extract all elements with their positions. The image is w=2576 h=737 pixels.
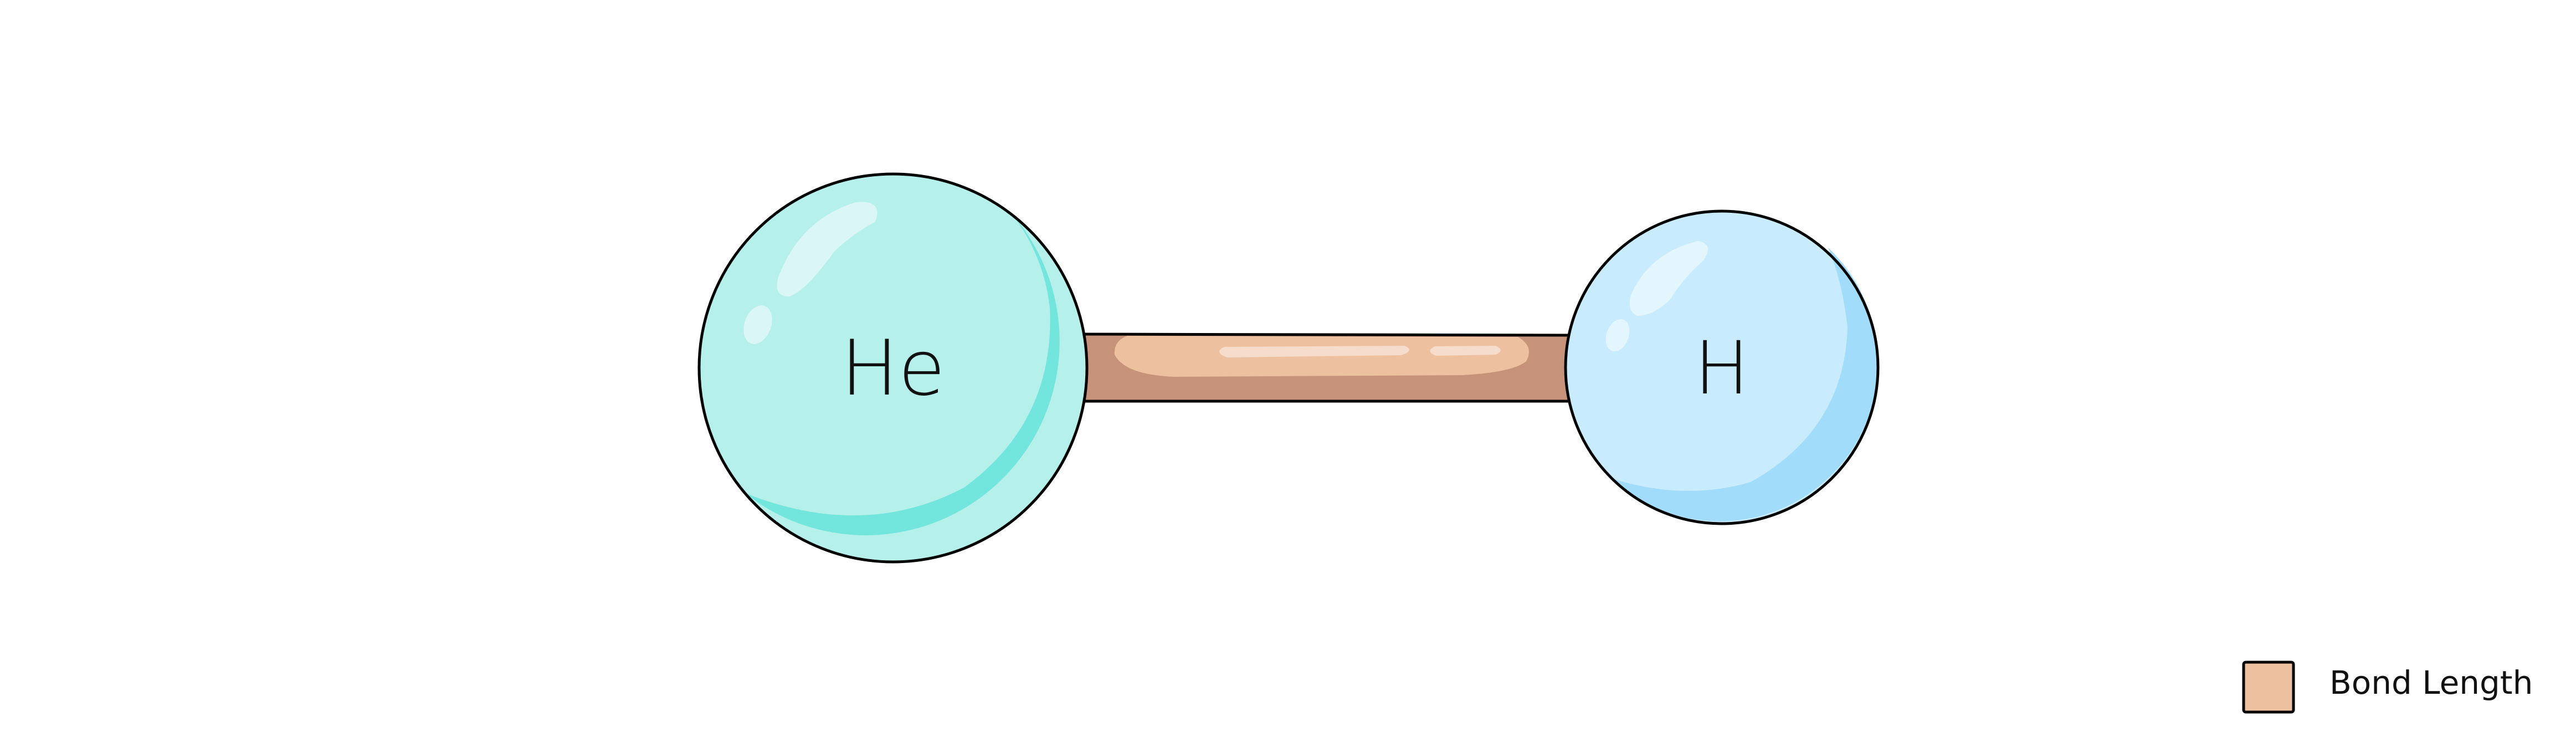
atom-h: H — [1564, 209, 1880, 525]
bond — [1081, 332, 1581, 403]
legend: Bond Length — [2242, 661, 2533, 714]
atom-he-outline — [697, 172, 1089, 564]
bond-highlight — [1114, 336, 1529, 377]
legend-swatch-bond-length — [2242, 661, 2295, 714]
atom-h-gloss-dot — [1605, 319, 1630, 352]
atom-he-label: He — [841, 324, 946, 413]
atom-he: He — [697, 172, 1089, 564]
atom-h-shade — [1611, 248, 1878, 521]
atom-h-outline — [1564, 209, 1880, 525]
atom-he-gloss-dot — [743, 305, 772, 344]
legend-label-bond-length: Bond Length — [2329, 664, 2533, 702]
atom-h-label: H — [1694, 326, 1749, 411]
bond-outline-top — [1081, 332, 1581, 337]
bond-shine — [1219, 346, 1409, 357]
bond-shine — [1430, 346, 1501, 356]
atom-h-gloss — [1629, 241, 1708, 316]
atom-he-gloss — [777, 202, 878, 296]
